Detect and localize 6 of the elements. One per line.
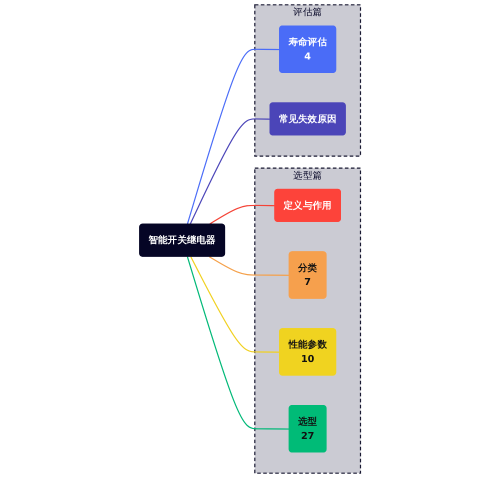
connector (208, 204, 274, 225)
connector (190, 256, 280, 353)
connector (186, 256, 289, 430)
connector (208, 256, 289, 276)
connector (189, 118, 270, 225)
connector (186, 48, 280, 224)
